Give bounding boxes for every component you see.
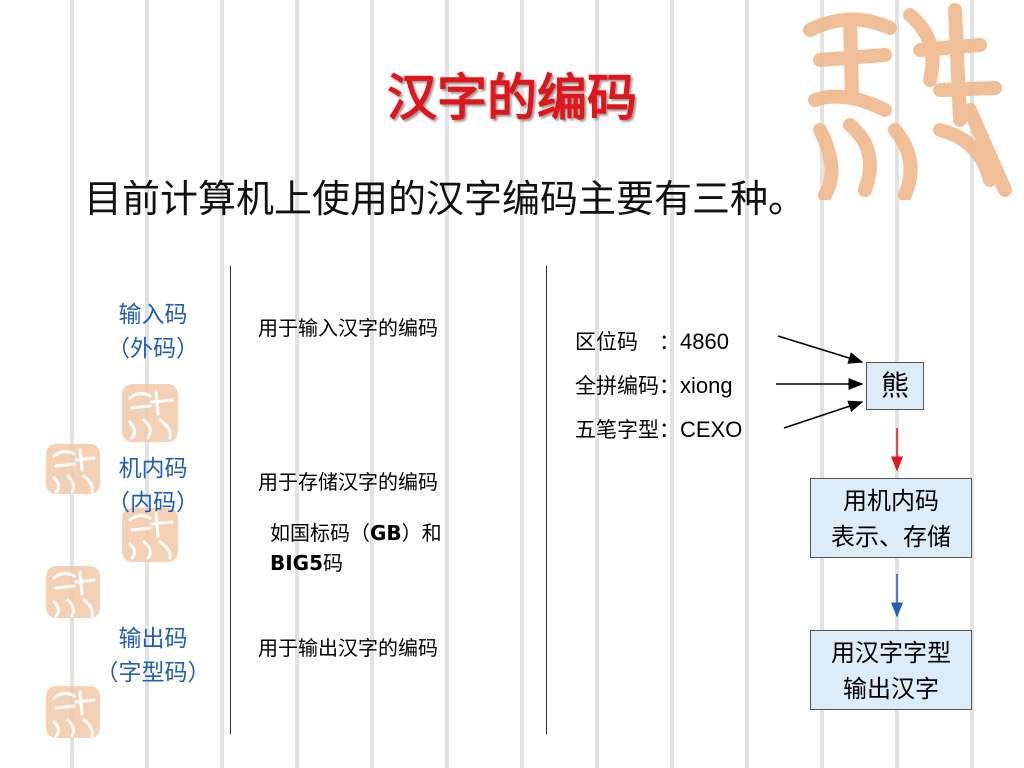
term-name: 输出码 — [118, 626, 188, 652]
output-box: 用汉字字型 输出汉字 — [810, 630, 972, 710]
code-value: xiong — [680, 373, 733, 398]
slide-subtitle: 目前计算机上使用的汉字编码主要有三种。 — [84, 177, 807, 221]
auspicious-seal-large — [790, 0, 1020, 202]
desc-output-code: 用于输出汉字的编码 — [258, 636, 438, 660]
code-label: 五笔字型： — [575, 418, 680, 442]
seal-stamp-icon — [122, 508, 178, 562]
example-code-quwei: 区位码 ：4860 — [575, 326, 729, 356]
seal-stamp-icon — [122, 384, 178, 442]
term-internal-code: 机内码 （内码） — [78, 452, 228, 520]
code-value: 4860 — [680, 329, 729, 354]
term-input-code: 输入码 （外码） — [78, 298, 228, 366]
desc-internal-code: 用于存储汉字的编码 — [258, 470, 438, 494]
code-label: 区位码 ： — [575, 330, 680, 354]
internal-code-example: 如国标码（GB）和 BIG5码 — [270, 521, 442, 575]
character-box: 熊 — [866, 362, 924, 410]
term-name: 输入码 — [118, 302, 188, 328]
store-box: 用机内码 表示、存储 — [810, 478, 972, 558]
term-alias: （外码） — [107, 336, 199, 362]
seal-stamp-icon — [46, 444, 100, 494]
term-alias: （字型码） — [95, 660, 211, 686]
example-code-wubi: 五笔字型：CEXO — [575, 414, 742, 444]
seal-stamp-icon — [46, 566, 100, 618]
code-value: CEXO — [680, 417, 743, 442]
code-label: 全拼编码： — [575, 374, 680, 398]
divider-left — [230, 266, 231, 734]
example-code-pinyin: 全拼编码：xiong — [575, 370, 733, 400]
term-alias: （内码） — [107, 490, 199, 516]
seal-stamp-icon — [46, 686, 100, 738]
term-name: 机内码 — [118, 456, 188, 482]
term-output-code: 输出码 （字型码） — [78, 622, 228, 690]
slide-title: 汉字的编码 — [387, 68, 637, 127]
desc-input-code: 用于输入汉字的编码 — [258, 316, 438, 340]
divider-right — [546, 266, 547, 734]
